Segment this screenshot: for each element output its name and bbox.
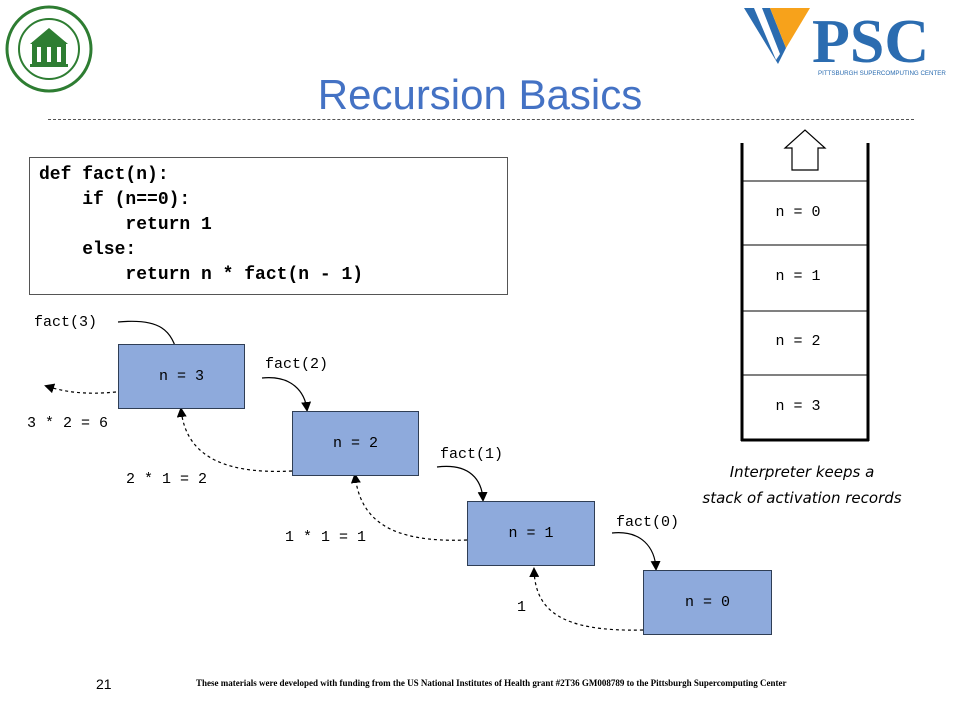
code-line: if (n==0): [39,190,191,210]
code-block: def fact(n): if (n==0): return 1 else: r… [29,157,508,295]
code-line: def fact(n): [39,165,169,185]
activation-frame: n = 3 [118,344,245,409]
call-arrow [261,377,312,412]
return-label: 1 * 1 = 1 [285,529,367,546]
stack-record: n = 2 [775,333,821,350]
stack-record: n = 1 [775,268,821,285]
stack-caption: Interpreter keeps a stack of activation … [652,459,952,511]
return-arrow [350,473,468,541]
return-arrow [176,407,293,473]
call-label: fact(0) [616,514,680,531]
psc-wordmark: PSC [812,8,929,76]
call-label: fact(2) [265,356,329,373]
psc-logo: PSC PITTSBURGH SUPERCOMPUTING CENTER [744,8,946,77]
stack-record: n = 3 [775,398,821,415]
return-label: 2 * 1 = 2 [126,471,208,488]
activation-stack [740,129,870,442]
page-title: Recursion Basics [317,71,643,118]
activation-frame: n = 2 [292,411,419,476]
call-arrow [436,465,488,502]
activation-frame: n = 0 [643,570,772,635]
caption-line: stack of activation records [702,489,902,507]
activation-frame: n = 1 [467,501,595,566]
caption-line: Interpreter keeps a [729,463,875,481]
psc-tagline: PITTSBURGH SUPERCOMPUTING CENTER [818,70,946,77]
return-arrow [529,567,644,631]
return-arrow [44,383,117,394]
title-divider [48,119,914,120]
call-label: fact(1) [440,446,504,463]
code-line: return n * fact(n - 1) [39,265,364,285]
code-line: return 1 [39,215,212,235]
code-line: else: [39,240,137,260]
page-number: 21 [96,676,112,692]
call-arrow [611,532,661,571]
stack-record: n = 0 [775,204,821,221]
return-label: 3 * 2 = 6 [27,415,109,432]
funding-footer: These materials were developed with fund… [196,678,787,688]
call-label: fact(3) [34,314,98,331]
university-seal-logo [5,5,93,93]
push-arrow-icon [783,129,827,171]
return-label: 1 [517,599,527,616]
